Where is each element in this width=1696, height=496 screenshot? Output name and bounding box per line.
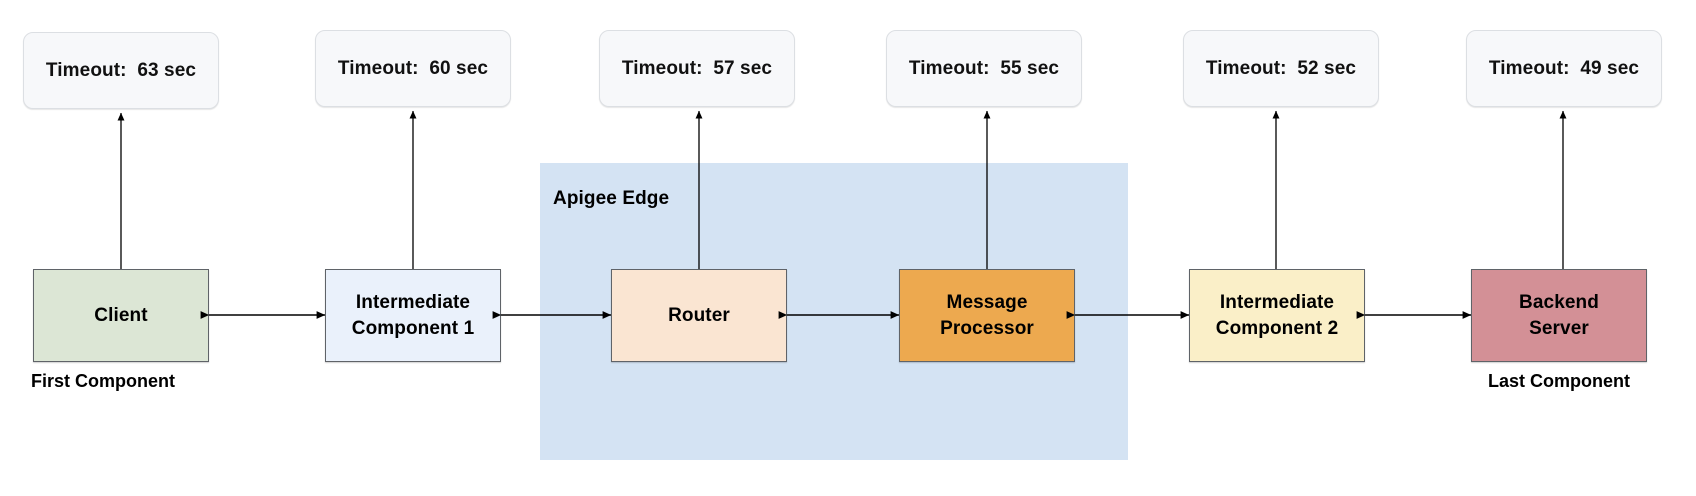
timeout-badge-router: Timeout: 57 sec	[599, 30, 795, 107]
node-intermediate-component-2: Intermediate Component 2	[1189, 269, 1365, 362]
timeout-badge-backend-server: Timeout: 49 sec	[1466, 30, 1662, 107]
timeout-badge-intermediate-component-2: Timeout: 52 sec	[1183, 30, 1379, 107]
node-intermediate-component-1-label: Intermediate Component 1	[351, 292, 475, 339]
node-client-label: Client	[94, 304, 148, 326]
node-router: Router	[611, 269, 787, 362]
node-intermediate-component-1: Intermediate Component 1	[325, 269, 501, 362]
node-intermediate-component-2-label: Intermediate Component 2	[1215, 292, 1339, 339]
node-router-label: Router	[668, 304, 730, 326]
node-message-processor-label: Message Processor	[940, 292, 1034, 339]
node-message-processor: Message Processor	[899, 269, 1075, 362]
apigee-edge-zone-label: Apigee Edge	[553, 188, 670, 209]
timeout-badge-intermediate-component-1-label: Timeout: 60 sec	[337, 57, 489, 79]
node-backend-server-label: Backend Server	[1519, 292, 1599, 339]
timeout-badge-router-label: Timeout: 57 sec	[621, 57, 773, 79]
node-client: Client	[33, 269, 209, 362]
caption-last-component: Last Component	[1488, 371, 1630, 391]
timeout-badge-intermediate-component-2-label: Timeout: 52 sec	[1205, 57, 1357, 79]
timeout-badge-message-processor-label: Timeout: 55 sec	[908, 57, 1060, 79]
timeout-badge-message-processor: Timeout: 55 sec	[886, 30, 1082, 107]
timeout-badge-client: Timeout: 63 sec	[23, 32, 219, 109]
timeout-badge-backend-server-label: Timeout: 49 sec	[1488, 57, 1640, 79]
timeout-badge-intermediate-component-1: Timeout: 60 sec	[315, 30, 511, 107]
node-backend-server: Backend Server	[1471, 269, 1647, 362]
caption-first-component: First Component	[31, 371, 175, 391]
timeout-badge-client-label: Timeout: 63 sec	[45, 59, 197, 81]
